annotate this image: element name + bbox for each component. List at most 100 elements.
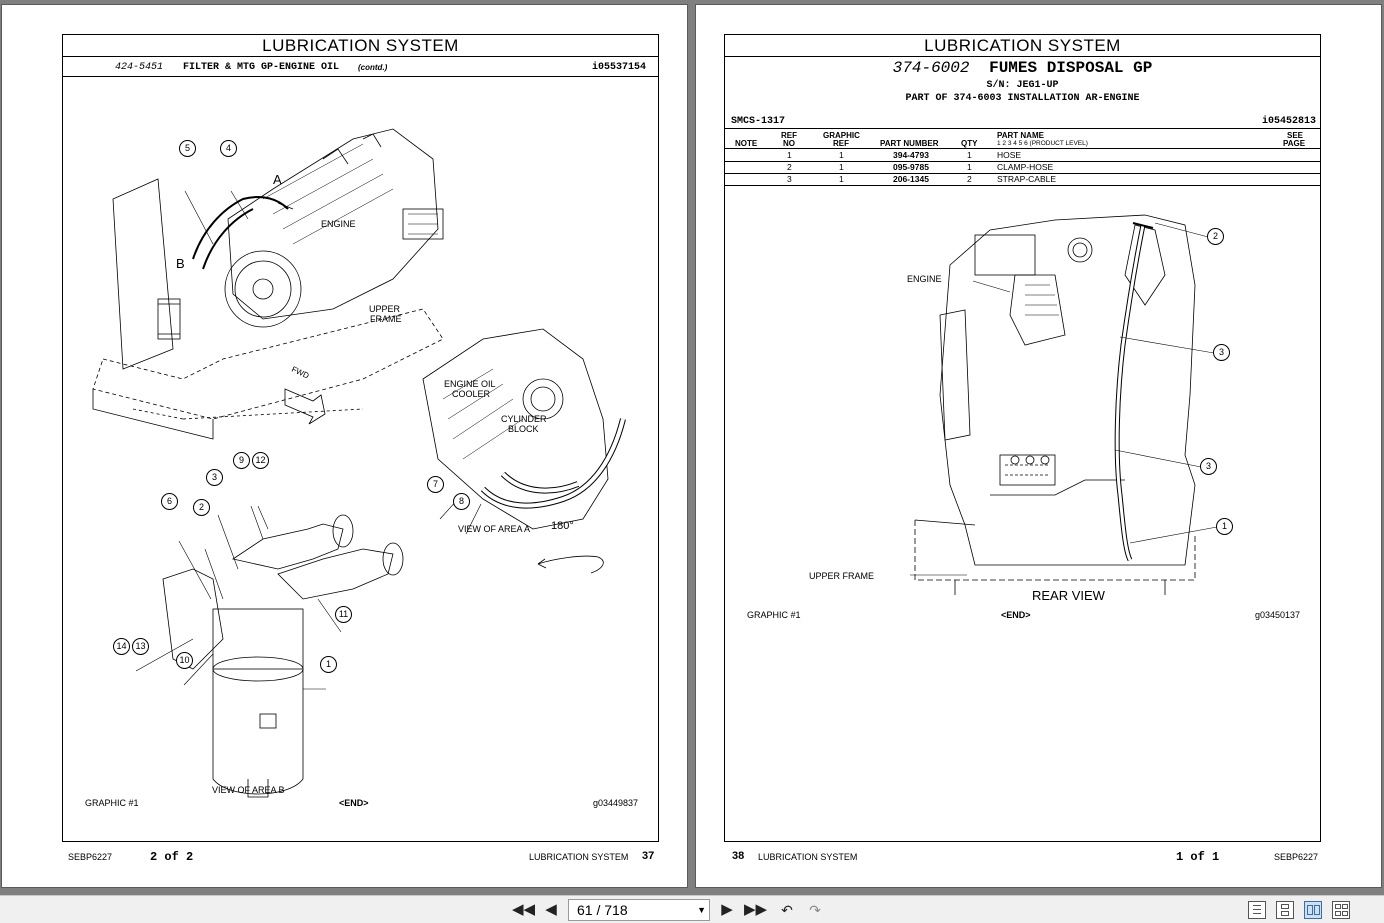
callout-14: 14 xyxy=(113,638,130,655)
row-qty: 1 xyxy=(967,150,972,160)
right-ref-id: i05452813 xyxy=(1261,116,1316,127)
row-qty: 2 xyxy=(967,174,972,184)
left-part-title: FILTER & MTG GP-ENGINE OIL xyxy=(183,62,340,73)
right-part-of: PART OF 374-6003 INSTALLATION AR-ENGINE xyxy=(905,93,1140,104)
row-graphic: 1 xyxy=(839,150,844,160)
right-page: LUBRICATION SYSTEM 374-6002 FUMES DISPOS… xyxy=(695,4,1382,888)
col-part-name: PART NAME xyxy=(997,131,1044,140)
prev-page-icon[interactable]: ◀ xyxy=(545,901,557,918)
callout-8: 8 xyxy=(453,493,470,510)
label-engine-rear: ENGINE xyxy=(907,274,942,284)
row-ref: 1 xyxy=(787,150,792,160)
left-page: LUBRICATION SYSTEM 424-5451 FILTER & MTG… xyxy=(1,4,688,888)
callout-13: 13 xyxy=(132,638,149,655)
label-rotate-180: 180° xyxy=(551,520,574,532)
right-footer-doc: SEBP6227 xyxy=(1274,852,1319,862)
next-page-icon[interactable]: ▶ xyxy=(721,901,733,918)
label-cylinder: CYLINDER xyxy=(501,414,547,424)
row-graphic: 1 xyxy=(839,162,844,172)
chevron-down-icon[interactable]: ▼ xyxy=(697,905,706,915)
right-graphic-label: GRAPHIC #1 xyxy=(747,610,801,620)
right-footer-section: LUBRICATION SYSTEM xyxy=(758,852,858,862)
row-part-number: 394-4793 xyxy=(893,150,929,160)
label-frame: FRAME xyxy=(370,314,402,324)
two-page-continuous-view-icon[interactable] xyxy=(1332,901,1350,919)
callout-3: 3 xyxy=(1200,458,1217,475)
callout-11: 11 xyxy=(335,606,352,623)
callout-7: 7 xyxy=(427,476,444,493)
col-qty: QTY xyxy=(961,139,978,148)
callout-5: 5 xyxy=(179,140,196,157)
left-page-header: LUBRICATION SYSTEM xyxy=(63,35,658,57)
table-row: 2 1 095-9785 1 CLAMP-HOSE xyxy=(725,162,1320,174)
label-cooler: COOLER xyxy=(452,389,491,399)
label-view-area-a: VIEW OF AREA A xyxy=(458,524,531,534)
row-graphic: 1 xyxy=(839,174,844,184)
right-part-title: FUMES DISPOSAL GP xyxy=(989,59,1153,77)
left-graphic-id: g03449837 xyxy=(593,798,639,808)
left-graphic-label: GRAPHIC #1 xyxy=(85,798,139,808)
callout-12: 12 xyxy=(252,452,269,469)
parts-table: NOTE REF NO GRAPHIC REF PART NUMBER QTY … xyxy=(725,129,1320,186)
row-ref: 2 xyxy=(787,162,792,172)
col-graphic: GRAPHIC xyxy=(823,131,860,140)
parts-table-header: NOTE REF NO GRAPHIC REF PART NUMBER QTY … xyxy=(725,129,1320,149)
page-indicator: 61 / 718 xyxy=(577,902,628,918)
document-viewer: LUBRICATION SYSTEM 424-5451 FILTER & MTG… xyxy=(1,4,1382,888)
callout-3: 3 xyxy=(1213,344,1230,361)
page-number-input[interactable]: 61 / 718 ▼ xyxy=(568,899,710,921)
label-area-b: B xyxy=(176,256,185,271)
left-page-frame: LUBRICATION SYSTEM 424-5451 FILTER & MTG… xyxy=(62,34,659,842)
right-page-header: LUBRICATION SYSTEM xyxy=(725,35,1320,57)
row-part-number: 206-1345 xyxy=(893,174,929,184)
col-note: NOTE xyxy=(735,139,758,148)
label-area-a: A xyxy=(273,172,282,187)
callout-9: 9 xyxy=(233,452,250,469)
last-page-icon[interactable]: ▶▶ xyxy=(744,901,768,918)
callout-10: 10 xyxy=(176,652,193,669)
left-end-label: <END> xyxy=(339,798,369,808)
table-row: 1 1 394-4793 1 HOSE xyxy=(725,150,1320,162)
right-part-number: 374-6002 xyxy=(892,59,970,77)
row-part-number: 095-9785 xyxy=(893,162,929,172)
left-part-number: 424-5451 xyxy=(115,62,164,73)
right-serial: S/N: JEG1-UP xyxy=(986,80,1059,91)
left-contd: (contd.) xyxy=(358,63,388,72)
right-page-frame: LUBRICATION SYSTEM 374-6002 FUMES DISPOS… xyxy=(724,34,1321,842)
smcs-bar: SMCS-1317 i05452813 xyxy=(725,115,1320,129)
callout-1: 1 xyxy=(1216,518,1233,535)
right-graphic-id: g03450137 xyxy=(1255,610,1301,620)
right-end-label: <END> xyxy=(1001,610,1031,620)
continuous-view-icon[interactable] xyxy=(1276,901,1294,919)
first-page-icon[interactable]: ◀◀ xyxy=(512,901,536,918)
right-footer-page-no: 38 xyxy=(732,850,745,862)
viewer-toolbar: ◀◀ ◀ 61 / 718 ▼ ▶ ▶▶ ↶ ↷ xyxy=(0,895,1384,923)
left-part-header: 424-5451 FILTER & MTG GP-ENGINE OIL (con… xyxy=(63,57,658,77)
two-page-view-icon[interactable] xyxy=(1304,901,1322,919)
left-ref-id: i05537154 xyxy=(591,62,646,73)
left-footer-page-no: 37 xyxy=(642,850,655,862)
single-page-view-icon[interactable] xyxy=(1248,901,1266,919)
go-back-icon[interactable]: ↶ xyxy=(781,902,793,918)
callout-6: 6 xyxy=(161,493,178,510)
row-part-name: HOSE xyxy=(997,150,1022,160)
col-page: PAGE xyxy=(1283,139,1306,148)
label-view-area-b: VIEW OF AREA B xyxy=(212,785,285,795)
table-row: 3 1 206-1345 2 STRAP-CABLE xyxy=(725,174,1320,186)
smcs-code: SMCS-1317 xyxy=(731,116,786,127)
go-forward-icon[interactable]: ↷ xyxy=(809,902,821,918)
left-engine-illustration xyxy=(92,128,626,798)
label-rear-view: REAR VIEW xyxy=(1032,588,1105,603)
col-product-level: 1 2 3 4 5 6 (PRODUCT LEVEL) xyxy=(997,140,1088,147)
label-engine-oil: ENGINE OIL xyxy=(444,379,496,389)
callout-2: 2 xyxy=(193,499,210,516)
row-qty: 1 xyxy=(967,162,972,172)
right-part-heading: 374-6002 FUMES DISPOSAL GP xyxy=(725,59,1320,77)
row-part-name: STRAP-CABLE xyxy=(997,174,1057,184)
right-engine-illustration xyxy=(910,214,1218,595)
callout-4: 4 xyxy=(220,140,237,157)
callout-2: 2 xyxy=(1207,228,1224,245)
label-upper-frame: UPPER FRAME xyxy=(809,571,875,581)
col-see: SEE xyxy=(1287,131,1304,140)
label-block: BLOCK xyxy=(508,424,539,434)
